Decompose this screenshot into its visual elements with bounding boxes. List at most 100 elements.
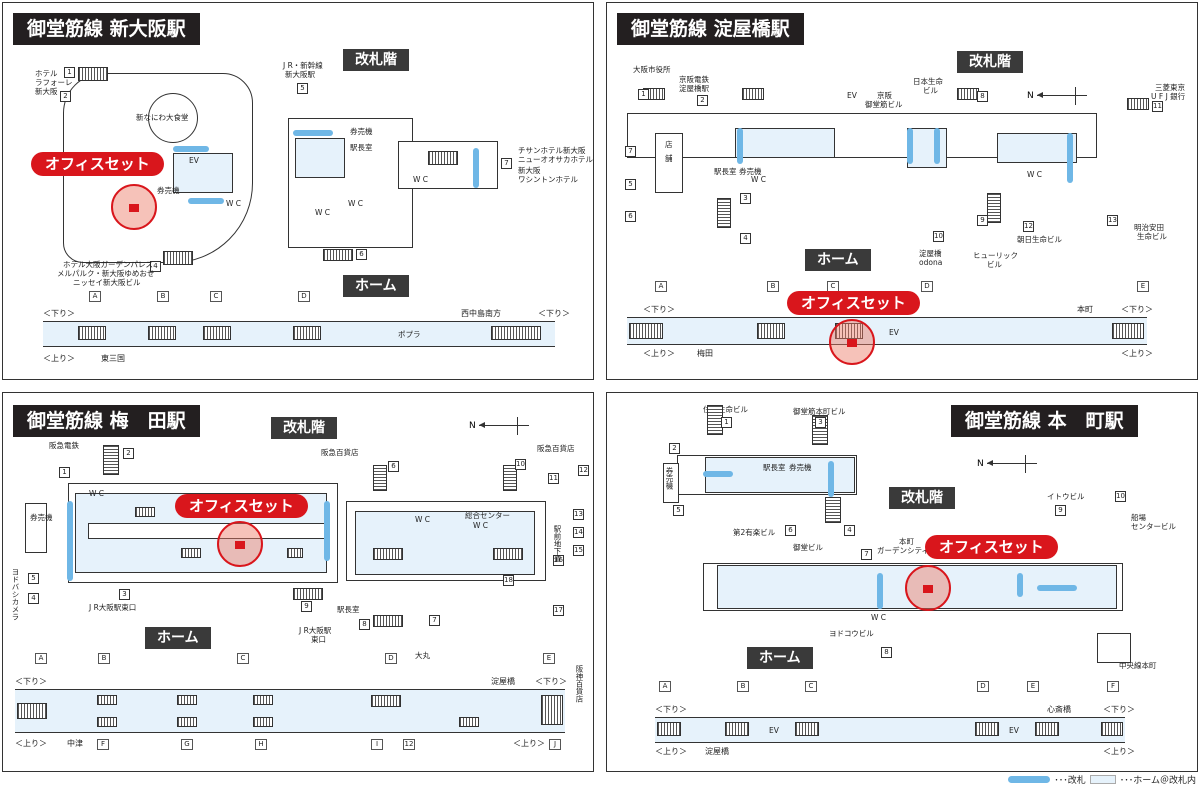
exit-18: 18 [503, 575, 514, 586]
up-direction: ＜上り＞ [43, 354, 75, 363]
office-set-badge: オフィスセット [31, 152, 164, 176]
north-arrow-icon [479, 422, 529, 428]
letter-d: D [921, 281, 933, 292]
stairs [717, 198, 731, 228]
stairs [203, 326, 231, 340]
stairs [373, 615, 403, 627]
ticket-gate [473, 148, 479, 188]
ticket-gate [324, 501, 330, 561]
wc-label: W C [415, 515, 431, 524]
shin-osaka-panel: 御堂筋線 新大阪駅 改札階 ホーム 新なにわ大食堂 券売機 W C EV 1 2… [2, 2, 594, 380]
stairs [17, 703, 47, 719]
hotel-access [398, 141, 498, 189]
ticket-gate [907, 128, 913, 164]
north-label: N [469, 421, 476, 431]
panel-title: 御堂筋線 新大阪駅 [13, 13, 200, 45]
ev-label: EV [189, 156, 199, 165]
ev-label: EV [889, 328, 899, 337]
home-label: ホーム [805, 249, 871, 271]
up-direction: ＜上り＞ [15, 739, 47, 748]
ticket-gate [67, 501, 73, 581]
map-label: 本町 [899, 537, 914, 546]
up-direction: ＜上り＞ [655, 747, 687, 756]
map-label: 総合センター [465, 511, 510, 520]
ticket-gate [1037, 585, 1077, 591]
map-label: 中央線本町 [1119, 661, 1157, 670]
map-label: 駅長室 [350, 143, 373, 152]
exit-12: 12 [1023, 221, 1034, 232]
stairs [657, 722, 681, 736]
home-label: ホーム [343, 275, 409, 297]
exit-10: 10 [933, 231, 944, 242]
down-direction: ＜下り＞ [643, 305, 675, 314]
up-direction: ＜上り＞ [1103, 747, 1135, 756]
letter-e: E [1027, 681, 1039, 692]
yodoyabashi-panel: 御堂筋線 淀屋橋駅 改札階 ホーム N 大阪市役所 京阪電鉄 淀屋橋駅 京阪 御… [606, 2, 1198, 380]
map-label: 住友生命ビル [703, 405, 748, 414]
stairs [1112, 323, 1144, 339]
gate-swatch [1008, 775, 1051, 783]
exit-8: 8 [881, 647, 892, 658]
office-location-marker [829, 319, 875, 365]
ticket-gate [703, 471, 733, 477]
wc-label: W C [315, 208, 331, 217]
ticket-gate [1017, 573, 1023, 597]
direction-label: 中津 [67, 739, 83, 748]
map-label: 第2有楽ビル [733, 528, 776, 537]
letter-d: D [977, 681, 989, 692]
honmachi-panel: 御堂筋線 本 町駅 改札階 ホーム N 住友生命ビル 御堂筋本町ビル 駅長室 券… [606, 392, 1198, 772]
letter-a: A [655, 281, 667, 292]
ev-label: EV [1009, 726, 1019, 735]
exit-5: 5 [673, 505, 684, 516]
stairs [78, 326, 106, 340]
map-label: チサンホテル新大阪 [518, 146, 586, 155]
exit-9: 9 [977, 215, 988, 226]
ticket-gate [828, 461, 834, 497]
ticket-gate [188, 198, 224, 204]
wc-label: W C [89, 489, 105, 498]
stairs [629, 323, 663, 339]
stairs [148, 326, 176, 340]
gate-floor-label: 改札階 [343, 49, 409, 71]
exit-17: 17 [553, 605, 564, 616]
exit-5: 5 [28, 573, 39, 584]
down-direction: ＜下り＞ [538, 309, 570, 318]
exit-6: 6 [356, 249, 367, 260]
legend: ･･･改札 ･･･ホーム＠改札内 [1008, 772, 1196, 786]
map-label: 淀屋橋駅 [679, 84, 709, 93]
map-label: 生命ビル [1137, 232, 1167, 241]
map-label: ラフォーレ [35, 78, 73, 87]
direction-label: 西中島南方 [461, 309, 501, 318]
map-label: 券売機 [350, 127, 373, 136]
ticket-gate [877, 573, 883, 609]
wc-label: W C [473, 521, 489, 530]
down-direction: ＜下り＞ [655, 705, 687, 714]
ticket-gate [934, 128, 940, 164]
stairs [1101, 722, 1123, 736]
exit-4: 4 [150, 261, 161, 272]
map-label: 御堂ビル [793, 543, 823, 552]
north-label: N [977, 459, 984, 469]
map-label: センタービル [1131, 522, 1176, 531]
wc-label: W C [751, 175, 767, 184]
exit-12: 12 [578, 465, 589, 476]
shop-label: ポプラ [398, 330, 421, 339]
ticket-machine-area [663, 463, 679, 503]
letter-i2: 12 [403, 739, 415, 750]
exit-1: 1 [638, 89, 649, 100]
stairs [428, 151, 458, 165]
chuo-line-access [1097, 633, 1131, 663]
map-label: ビル [923, 86, 938, 95]
map-label: 御堂筋ビル [865, 100, 903, 109]
exit-13: 13 [1107, 215, 1118, 226]
exit-1: 1 [64, 67, 75, 78]
letter-h: H [255, 739, 267, 750]
stairs [177, 695, 197, 705]
stairs [253, 717, 273, 727]
letter-i: I [371, 739, 383, 750]
paid-area [735, 128, 835, 158]
wc-label: W C [226, 199, 242, 208]
map-label: 朝日生命ビル [1017, 235, 1062, 244]
stairs [825, 497, 841, 523]
stairs [491, 326, 541, 340]
